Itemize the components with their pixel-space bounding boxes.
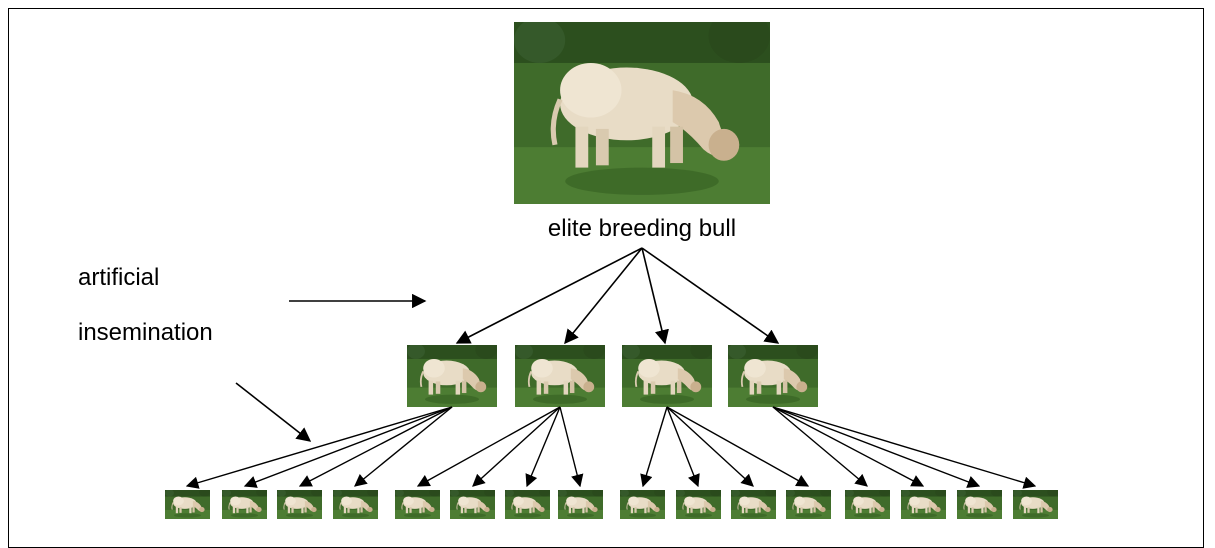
side-label-artificial: artificial [78, 264, 159, 291]
elite-bull-photo [514, 8, 770, 204]
child-bulls [407, 345, 818, 407]
side-label-insemination: insemination [78, 319, 213, 346]
arrow-to-child-3 [641, 247, 669, 345]
child-bull-3 [622, 345, 712, 407]
child-bull-2 [515, 345, 605, 407]
breeding-diagram: elite breeding bull artificial inseminat… [78, 0, 1058, 519]
arrows-to-grandchildren [185, 406, 1037, 489]
child-bull-4 [728, 345, 818, 407]
grandchild-bulls [165, 490, 1058, 519]
elite-bull-label: elite breeding bull [548, 215, 736, 242]
child-bull-1 [407, 345, 497, 407]
arrows-to-children [455, 247, 780, 345]
arrow-to-child-1 [455, 247, 643, 344]
arrow-to-child-4 [641, 247, 780, 344]
pointer-arrow-lower [235, 382, 312, 442]
arrow-to-child-2 [564, 247, 643, 345]
